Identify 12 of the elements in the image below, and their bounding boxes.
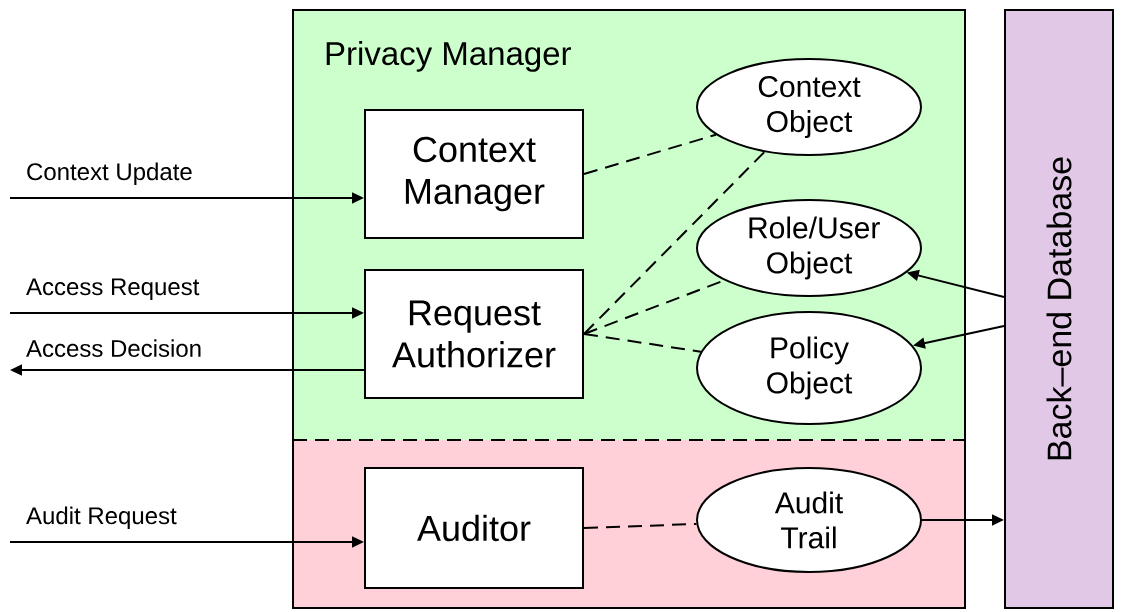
- dashed-connector: [583, 151, 766, 335]
- database-bar: Back–end Database: [1004, 9, 1114, 609]
- process-box: Request Authorizer: [364, 269, 584, 399]
- process-box: Auditor: [364, 467, 584, 589]
- dashed-connector: [583, 523, 698, 529]
- edge-label: Audit Request: [26, 506, 177, 529]
- dashed-connector: [583, 333, 702, 353]
- dashed-connector: [583, 133, 717, 175]
- edge-label: Access Request: [26, 278, 200, 300]
- process-box: Context Manager: [364, 109, 584, 239]
- edge-label: Access Decision: [26, 339, 201, 357]
- edge-label: Context Update: [27, 162, 192, 185]
